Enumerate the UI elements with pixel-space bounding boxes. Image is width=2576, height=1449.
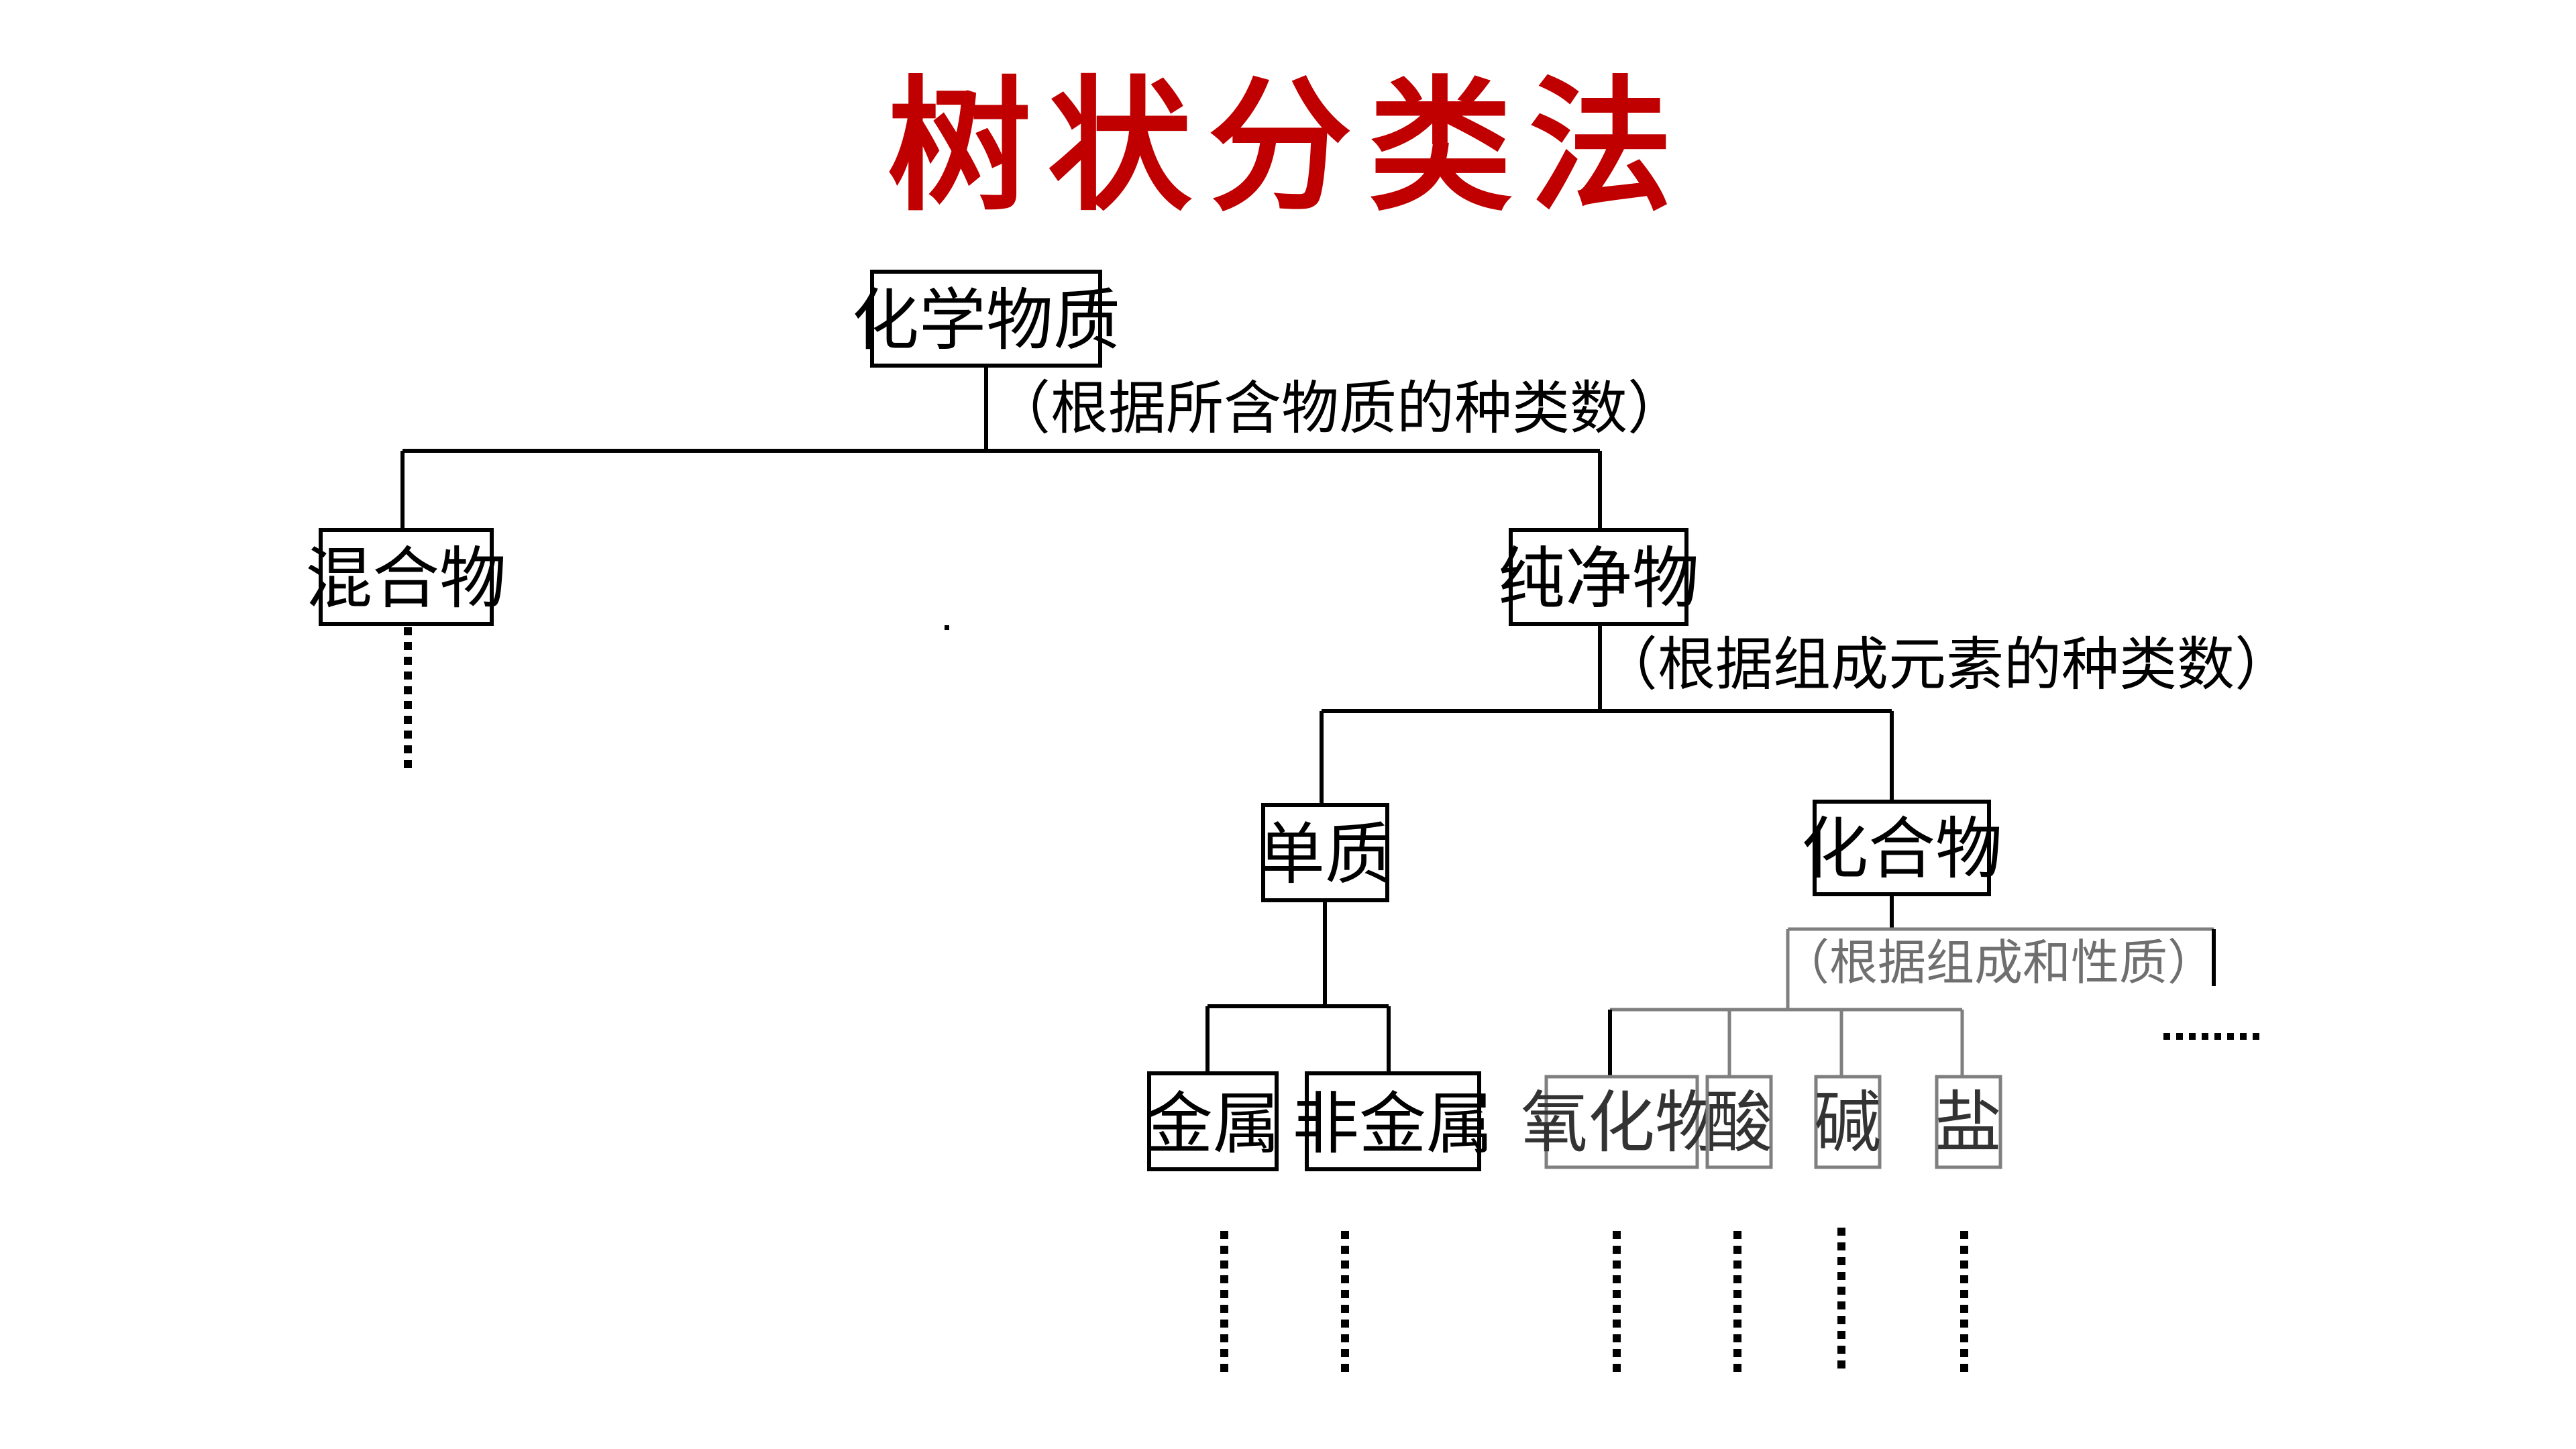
node-element: 单质 (1258, 803, 1392, 902)
node-base: 碱 (1814, 1075, 1882, 1169)
criterion-compound: （根据组成和性质） (1781, 934, 2216, 991)
criterion-pure: （根据组成元素的种类数） (1600, 631, 2292, 698)
node-metal: 金属 (1146, 1071, 1280, 1171)
node-oxide: 氧化物 (1521, 1075, 1722, 1169)
node-salt: 盐 (1935, 1075, 2002, 1169)
node-label: 氧化物 (1521, 1083, 1722, 1162)
node-nonmetal: 非金属 (1292, 1071, 1493, 1171)
node-label: 混合物 (305, 539, 506, 618)
node-label: 化学物质 (852, 281, 1120, 360)
node-label: 纯净物 (1498, 539, 1699, 618)
node-label: 单质 (1258, 815, 1392, 894)
node-mixture: 混合物 (305, 528, 506, 626)
node-label: 碱 (1814, 1083, 1881, 1162)
slide-title: 树状分类法 (887, 61, 1689, 231)
node-acid: 酸 (1705, 1075, 1773, 1169)
node-label: 化合物 (1801, 810, 2002, 888)
stray-mark (945, 625, 949, 630)
criterion-root: （根据所含物质的种类数） (993, 375, 1685, 442)
node-pure-substance: 纯净物 (1498, 528, 1699, 626)
node-label: 酸 (1705, 1083, 1772, 1162)
node-compound: 化合物 (1801, 800, 2002, 896)
node-label: 盐 (1935, 1083, 2002, 1162)
node-chemical-substance: 化学物质 (852, 270, 1120, 368)
node-label: 金属 (1146, 1085, 1280, 1163)
node-label: 非金属 (1292, 1085, 1493, 1163)
